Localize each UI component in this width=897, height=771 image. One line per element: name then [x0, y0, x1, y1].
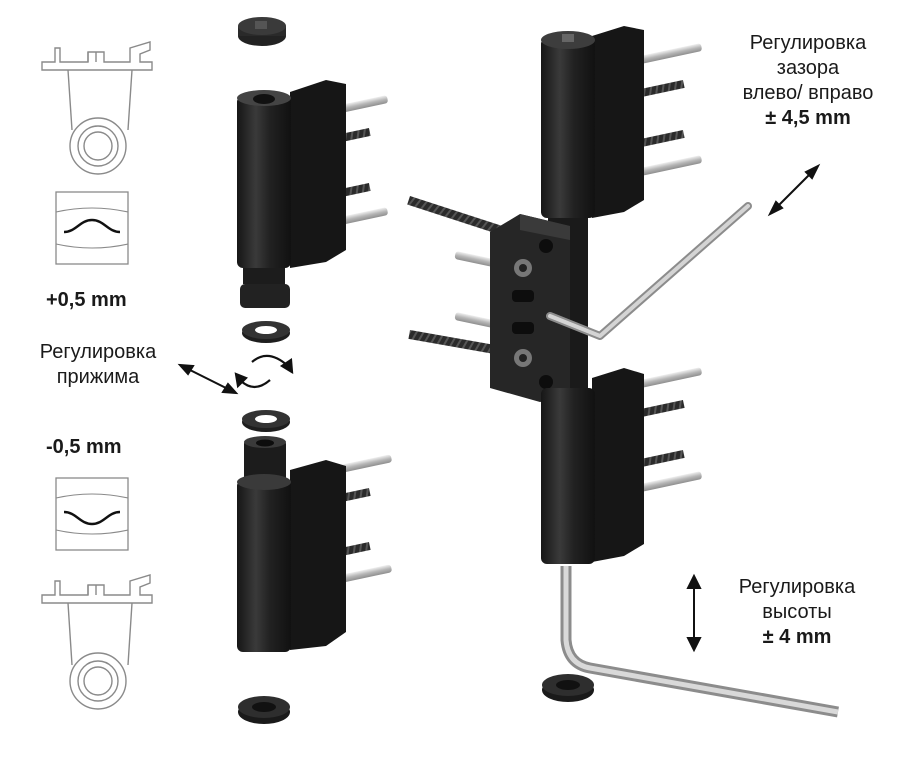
press-adjust-line1: Регулировка: [39, 341, 157, 363]
gap-adjust-line2: зазора: [776, 57, 840, 79]
height-adjust-value: ± 4 mm: [762, 626, 832, 648]
press-adjust-line2: прижима: [56, 366, 140, 388]
height-adjust-arrow: [686, 573, 702, 653]
minus-value-label: -0,5 mm: [46, 436, 122, 458]
profile-drawing-bottom: [41, 574, 153, 710]
hex-key-middle: [546, 202, 752, 340]
rotate-arrows-icon: [234, 354, 294, 389]
plus-value-label: +0,5 mm: [46, 289, 127, 311]
height-adjust-label: Регулировка высоты ± 4 mm: [712, 575, 882, 650]
assembled-hinge: [407, 26, 702, 564]
press-adjust-arrow: [177, 363, 239, 395]
bottom-cap-middle: [238, 696, 290, 724]
seal-box-plus: [55, 191, 129, 265]
hex-key-bottom: [560, 566, 839, 718]
bottom-cap-right: [542, 674, 594, 702]
height-adjust-line2: высоты: [762, 601, 832, 623]
lower-hinge-part: [237, 436, 392, 652]
washer-upper: [242, 321, 290, 343]
washer-lower: [242, 410, 290, 432]
profile-drawing-top: [41, 41, 153, 175]
gap-adjust-line3: влево/ вправо: [742, 82, 874, 104]
gap-adjust-line1: Регулировка: [749, 32, 867, 54]
gap-adjust-arrow: [767, 163, 821, 217]
press-adjust-label: Регулировка прижима: [14, 340, 182, 390]
height-adjust-line1: Регулировка: [738, 576, 856, 598]
upper-hinge-part: [237, 80, 388, 308]
gap-adjust-label: Регулировка зазора влево/ вправо ± 4,5 m…: [718, 31, 897, 131]
gap-adjust-value: ± 4,5 mm: [765, 107, 851, 129]
top-cap: [238, 17, 286, 46]
seal-box-minus: [55, 477, 129, 551]
